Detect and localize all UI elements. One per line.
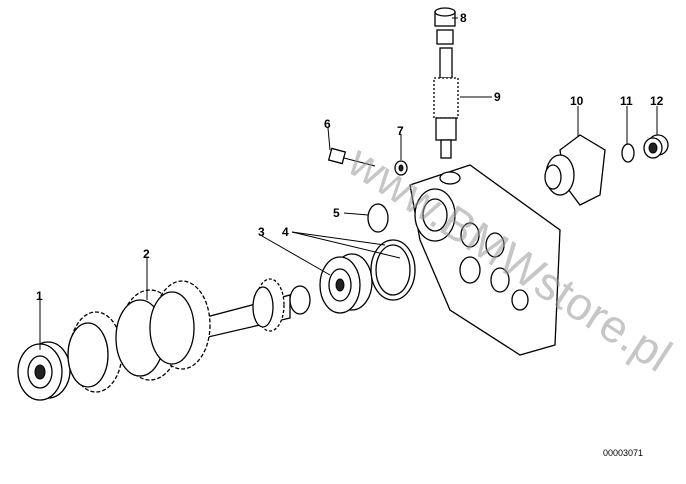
leader-lines <box>39 17 658 350</box>
callout-8[interactable]: 8 <box>460 11 467 25</box>
part-4-shim-ring <box>370 239 416 301</box>
callout-3[interactable]: 3 <box>258 225 265 239</box>
gearbox-cover <box>409 164 561 356</box>
callout-1[interactable]: 1 <box>36 289 43 303</box>
callout-2[interactable]: 2 <box>143 247 150 261</box>
part-7-washer <box>394 160 408 176</box>
callout-9[interactable]: 9 <box>494 90 501 104</box>
part-8-bushing <box>434 7 456 45</box>
callout-10[interactable]: 10 <box>570 94 584 108</box>
callout-7[interactable]: 7 <box>397 124 404 138</box>
part-6-bolt <box>327 147 376 167</box>
callout-5[interactable]: 5 <box>333 206 340 220</box>
callout-12[interactable]: 12 <box>650 94 664 108</box>
part-1-ball-bearing <box>17 341 71 401</box>
callout-6[interactable]: 6 <box>324 117 331 131</box>
part-2-countershaft <box>67 278 311 393</box>
part-11-circlip <box>621 143 635 163</box>
part-5-seal-ring <box>367 203 389 233</box>
callout-4[interactable]: 4 <box>282 225 289 239</box>
diagram-number: 00003071 <box>603 448 644 458</box>
part-12-nut <box>643 134 669 159</box>
callout-11[interactable]: 11 <box>620 94 633 108</box>
part-9-speedo-drive-gear <box>433 47 459 159</box>
part-10-flange <box>544 134 606 206</box>
part-3-ball-bearing <box>319 253 373 314</box>
